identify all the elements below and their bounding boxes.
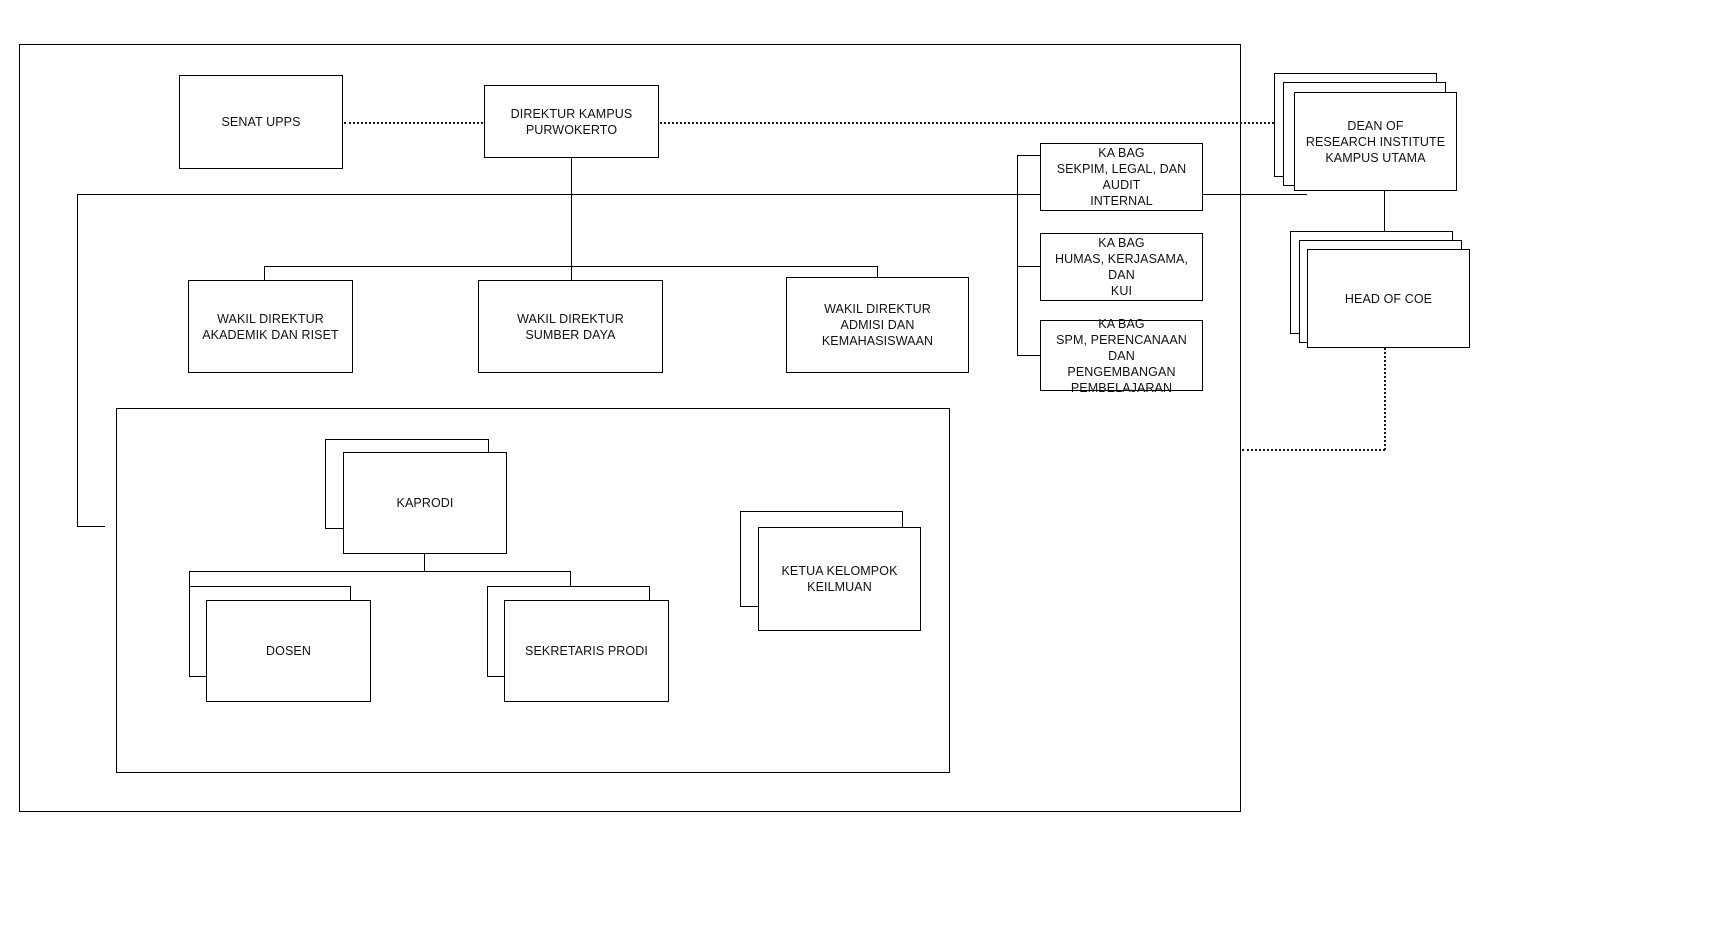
- node-kabag-sekpim-legal-audit-label: KA BAG SEKPIM, LEGAL, DAN AUDIT INTERNAL: [1056, 146, 1187, 208]
- node-sekretaris-prodi[interactable]: SEKRETARIS PRODI: [504, 600, 669, 702]
- node-wakil-akademik-riset[interactable]: WAKIL DIREKTUR AKADEMIK DAN RISET: [188, 280, 353, 373]
- node-dean-research-institute[interactable]: DEAN OF RESEARCH INSTITUTE KAMPUS UTAMA: [1294, 92, 1457, 191]
- node-direktur-kampus[interactable]: DIREKTUR KAMPUS PURWOKERTO: [484, 85, 659, 158]
- node-wakil-sumber-daya[interactable]: WAKIL DIREKTUR SUMBER DAYA: [478, 280, 663, 373]
- trunk-dean-to-coe: [1384, 191, 1385, 249]
- link-direktur-to-dean: [660, 122, 1294, 124]
- trunk-direktur-vertical: [571, 158, 572, 281]
- node-dosen-label: DOSEN: [266, 644, 311, 658]
- prodi-region: [116, 408, 950, 773]
- link-senat-to-direktur: [344, 122, 483, 124]
- node-ketua-kelompok-keilmuan[interactable]: KETUA KELOMPOK KEILMUAN: [758, 527, 921, 631]
- node-senat-upps[interactable]: SENAT UPPS: [179, 75, 343, 169]
- node-head-of-coe[interactable]: HEAD OF COE: [1307, 249, 1470, 348]
- drop-wakil-akademik: [264, 266, 265, 281]
- node-dosen[interactable]: DOSEN: [206, 600, 371, 702]
- node-kabag-sekpim-legal-audit[interactable]: KA BAG SEKPIM, LEGAL, DAN AUDIT INTERNAL: [1040, 143, 1203, 211]
- node-wakil-akademik-riset-label: WAKIL DIREKTUR AKADEMIK DAN RISET: [202, 311, 339, 342]
- node-ketua-kelompok-keilmuan-label: KETUA KELOMPOK KEILMUAN: [781, 564, 898, 594]
- feed-to-kabag-bracket: [1016, 194, 1040, 195]
- node-kabag-spm-perencanaan-label: KA BAG SPM, PERENCANAAN DAN PENGEMBANGAN…: [1056, 316, 1187, 395]
- bus-kaprodi-children: [189, 571, 571, 572]
- node-wakil-admisi-kemahasiswaan-label: WAKIL DIREKTUR ADMISI DAN KEMAHASISWAAN: [821, 302, 934, 348]
- node-dean-research-institute-label: DEAN OF RESEARCH INSTITUTE KAMPUS UTAMA: [1305, 118, 1446, 165]
- node-head-of-coe-label: HEAD OF COE: [1344, 291, 1433, 306]
- bus-wakil-direktur: [264, 266, 878, 267]
- node-kabag-humas-kerjasama-kui[interactable]: KA BAG HUMAS, KERJASAMA, DAN KUI: [1040, 233, 1203, 301]
- node-kaprodi-label: KAPRODI: [396, 496, 454, 510]
- drop-wakil-admisi: [877, 266, 878, 281]
- node-kaprodi[interactable]: KAPRODI: [343, 452, 507, 554]
- node-kabag-spm-perencanaan[interactable]: KA BAG SPM, PERENCANAAN DAN PENGEMBANGAN…: [1040, 317, 1203, 395]
- academic-unit-region: [77, 194, 1307, 526]
- main-campus-region: [19, 44, 1241, 812]
- stub-kabag-spm: [1017, 355, 1041, 356]
- node-senat-upps-label: SENAT UPPS: [221, 115, 301, 129]
- link-coe-dotted-horizontal: [1242, 449, 1385, 451]
- node-sekretaris-prodi-label: SEKRETARIS PRODI: [525, 644, 648, 658]
- academic-unit-region-bottom-stub: [77, 526, 105, 527]
- stub-kabag-humas: [1017, 266, 1041, 267]
- kabag-bracket-spine: [1017, 155, 1018, 355]
- node-wakil-sumber-daya-label: WAKIL DIREKTUR SUMBER DAYA: [517, 311, 624, 342]
- node-wakil-admisi-kemahasiswaan[interactable]: WAKIL DIREKTUR ADMISI DAN KEMAHASISWAAN: [786, 277, 969, 373]
- link-coe-dotted-vertical: [1384, 348, 1386, 450]
- node-kabag-humas-kerjasama-kui-label: KA BAG HUMAS, KERJASAMA, DAN KUI: [1055, 236, 1188, 298]
- node-direktur-kampus-label: DIREKTUR KAMPUS PURWOKERTO: [510, 106, 633, 137]
- drop-sekretaris-prodi: [570, 571, 571, 588]
- stub-kabag-sekpim: [1017, 155, 1041, 156]
- trunk-kaprodi-vertical: [424, 554, 425, 571]
- drop-dosen: [189, 571, 190, 588]
